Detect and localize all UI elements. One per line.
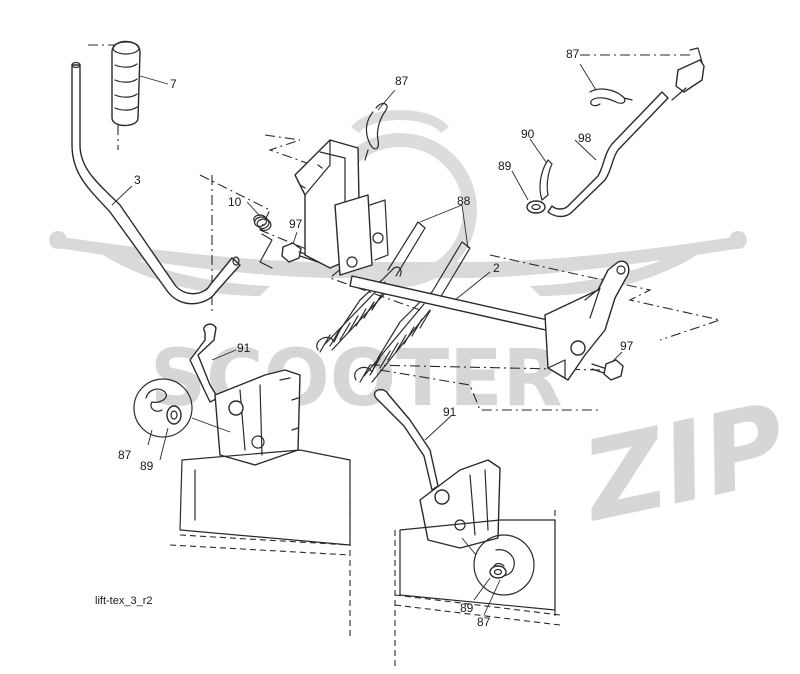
- part-98-rod: [547, 47, 705, 218]
- deck-arm-left: [179, 369, 351, 546]
- part-10-spring: [253, 214, 273, 269]
- part-90-clip: [539, 159, 553, 201]
- part-3-lever: [71, 61, 241, 305]
- deck-arm-right: [399, 459, 556, 611]
- part-87-hairpin-top: [364, 102, 388, 161]
- callout-87-bottom: 87: [477, 615, 491, 629]
- callout-97-right: 97: [620, 339, 634, 353]
- part-97-bolt-right: [591, 359, 624, 381]
- callout-97-left: 97: [289, 217, 303, 231]
- callouts: 7 3 10 97 87 88 2 87 90 98 89 97 91 87 8…: [118, 47, 634, 629]
- part-87-hairpin-right: [589, 88, 633, 107]
- callout-91-left: 91: [237, 341, 251, 355]
- mount-bracket: [294, 139, 389, 276]
- callout-90: 90: [521, 127, 535, 141]
- detail-circle-right: [461, 534, 535, 596]
- callout-2: 2: [493, 261, 500, 275]
- part-88-springs: [316, 221, 471, 383]
- callout-91-right: 91: [443, 405, 457, 419]
- right-bracket: [544, 260, 630, 381]
- watermark-brand-bottom: ZIP: [570, 379, 796, 547]
- callout-3: 3: [134, 173, 141, 187]
- callout-89-top: 89: [498, 159, 512, 173]
- part-2-shaft: [349, 275, 571, 336]
- callout-87-top: 87: [395, 74, 409, 88]
- part-91-rod-right: [373, 388, 439, 491]
- detail-circle-left: [133, 378, 231, 438]
- leader-lines: [111, 63, 623, 616]
- part-89-washer-top: [526, 200, 546, 214]
- callout-7: 7: [170, 77, 177, 91]
- watermark-brand-top: SCOOTER: [150, 334, 563, 424]
- callout-89-left: 89: [140, 459, 154, 473]
- callout-98: 98: [578, 131, 592, 145]
- callout-87-left: 87: [118, 448, 132, 462]
- callout-87-right: 87: [566, 47, 580, 61]
- part-7-grip: [111, 40, 141, 127]
- callout-10: 10: [228, 195, 242, 209]
- callout-89-right: 89: [460, 601, 474, 615]
- callout-88: 88: [457, 194, 471, 208]
- watermark-logo: SCOOTER ZIP: [49, 110, 797, 547]
- diagram-caption: lift-tex_3_r2: [95, 595, 152, 607]
